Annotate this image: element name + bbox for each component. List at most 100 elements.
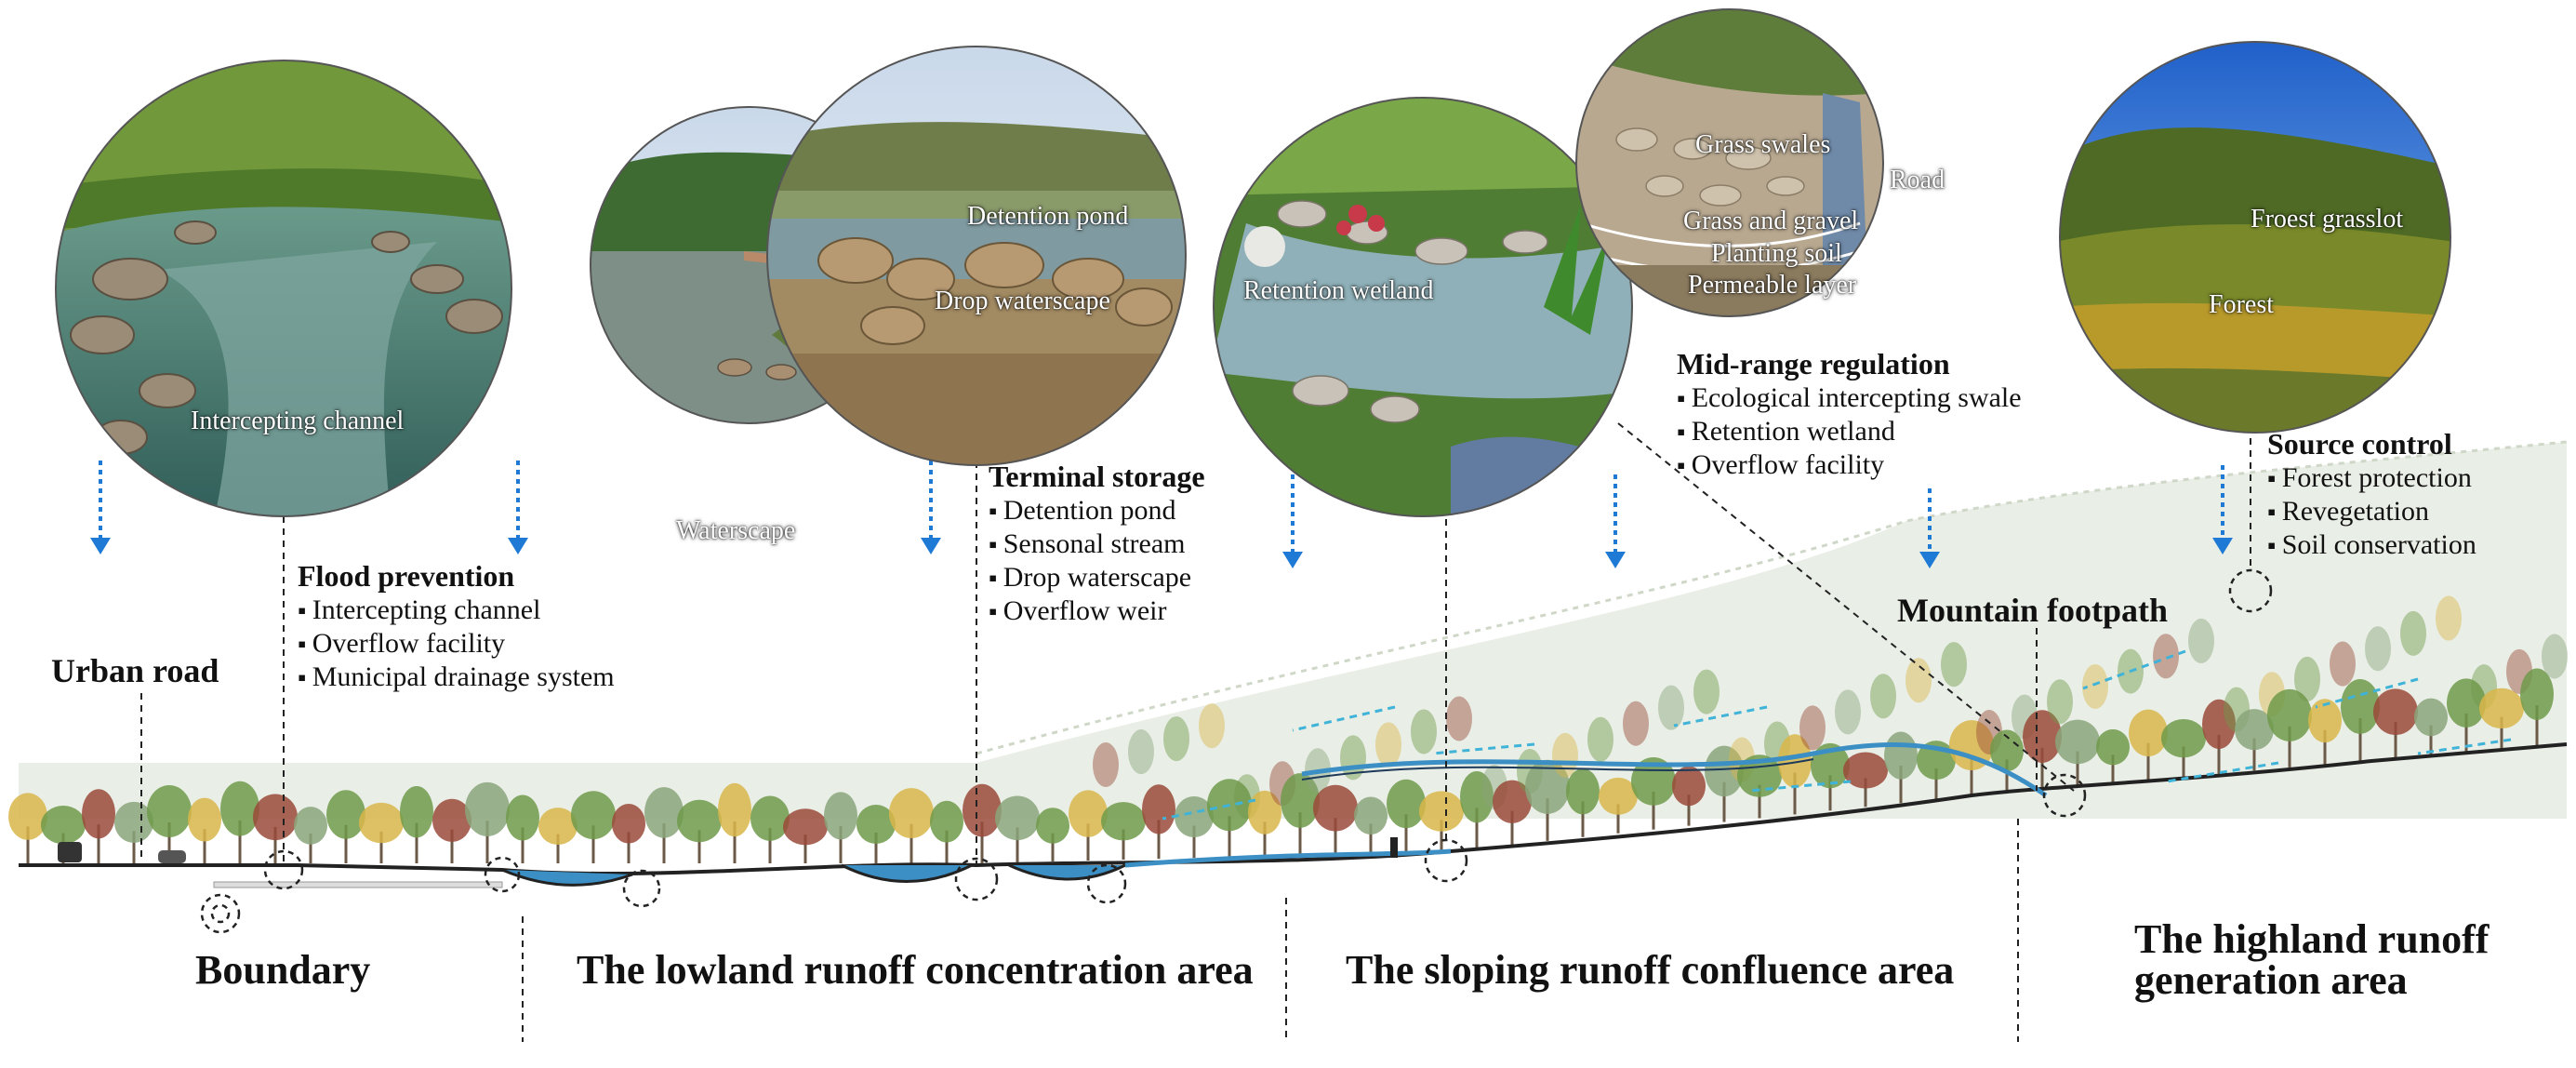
tree: [1843, 752, 1888, 808]
leader-lines: [140, 414, 2251, 1042]
tree: [824, 792, 857, 863]
tree: [2055, 719, 2100, 786]
tree: [963, 783, 1002, 863]
photo-label-forest-grasslot: Froest grasslot: [2251, 205, 2404, 234]
photo-label-grass-gravel: Grass and gravel: [1683, 207, 1859, 235]
tree: [326, 790, 365, 863]
water-pool-2: [841, 863, 973, 883]
photo-label-planting-soil: Planting soil: [1711, 239, 1842, 268]
tree: [1658, 685, 1684, 730]
tree: [1799, 705, 1826, 751]
label-mountain-footpath: Mountain footpath: [1897, 592, 2169, 629]
tree: [1175, 796, 1214, 859]
tree: [1778, 734, 1812, 815]
measure-item: Overflow facility: [298, 627, 615, 661]
photo-label-permeable-layer: Permeable layer: [1688, 271, 1857, 300]
tree: [538, 808, 578, 863]
area-highland-line2: generation area: [2134, 957, 2408, 1003]
photo-forest: [2059, 41, 2451, 434]
measure-item: Detention pond: [989, 494, 1205, 527]
tree: [644, 787, 684, 863]
area-sloping: The sloping runoff confluence area: [1346, 947, 1955, 993]
tree: [1587, 716, 1613, 762]
tree: [253, 794, 298, 863]
measure-item: Retention wetland: [1677, 415, 2022, 448]
tree: [2542, 634, 2568, 679]
photo-retention-wetland: [1213, 97, 1633, 517]
measure-terminal-storage: Terminal storage Detention pond Sensonal…: [989, 459, 1205, 628]
tree: [400, 786, 433, 863]
tree: [2400, 610, 2426, 656]
measure-item: Intercepting channel: [298, 594, 615, 627]
tree: [114, 801, 153, 863]
tree: [2153, 634, 2179, 679]
tree: [2023, 710, 2062, 790]
tree: [359, 802, 404, 863]
measure-item: Sensonal stream: [989, 527, 1205, 561]
tree: [2479, 688, 2524, 749]
label-urban-road: Urban road: [51, 652, 219, 689]
tree: [677, 799, 722, 863]
tree: [1623, 701, 1649, 746]
tree: [1248, 790, 1281, 857]
measure-item: Ecological intercepting swale: [1677, 381, 2022, 415]
tree: [889, 788, 934, 863]
tree: [1631, 756, 1676, 830]
measure-flood-prevention: Flood prevention Intercepting channel Ov…: [298, 558, 615, 694]
tree: [2308, 699, 2342, 765]
tree: [1387, 779, 1426, 853]
swale-flow: [1301, 742, 2048, 798]
photo-label-forest: Forest: [2209, 290, 2274, 319]
tree: [1672, 766, 1706, 826]
photo-label-retention-wetland: Retention wetland: [1243, 276, 1434, 305]
tree: [2047, 679, 2073, 725]
tree: [1493, 780, 1532, 845]
tree: [1199, 703, 1225, 749]
area-highland-line1: The highland runoff: [2134, 916, 2490, 962]
tree: [1446, 696, 1472, 741]
photo-label-waterscape: Waterscape: [676, 516, 796, 545]
tree: [1552, 732, 1578, 778]
measure-title: Terminal storage: [989, 460, 1205, 493]
tree: [1163, 716, 1189, 762]
tree: [2267, 688, 2312, 768]
tree: [82, 789, 115, 863]
tree: [2330, 641, 2356, 687]
tree: [930, 800, 963, 863]
tree: [2341, 679, 2380, 762]
tree: [1905, 658, 1932, 703]
tree: [1411, 709, 1437, 754]
tree: [1142, 784, 1175, 860]
tree: [1281, 773, 1320, 856]
photo-label-intercepting-channel: Intercepting channel: [191, 407, 405, 435]
tree: [432, 798, 471, 863]
tree: [718, 782, 751, 863]
tree: [2520, 668, 2554, 746]
tree: [1093, 742, 1119, 787]
tree: [1069, 790, 1108, 861]
tree: [1941, 642, 1967, 688]
tree: [1460, 771, 1494, 849]
tree: [1693, 669, 1720, 714]
tree-band: [8, 595, 2568, 863]
measure-title: Source control: [2267, 427, 2452, 461]
tree: [856, 805, 896, 863]
tree: [1375, 722, 1401, 768]
area-lowland: The lowland runoff concentration area: [577, 947, 1254, 993]
tree: [750, 795, 790, 863]
tree: [783, 808, 828, 863]
tree: [1705, 745, 1744, 822]
measure-item: Drop waterscape: [989, 561, 1205, 594]
downward-flow-arrows: [90, 461, 2233, 568]
measure-item: Overflow weir: [989, 594, 1205, 628]
tree: [8, 793, 47, 863]
water-pool-1: [501, 868, 633, 887]
tree: [2202, 699, 2236, 774]
measure-title: Mid-range regulation: [1677, 347, 1950, 380]
runoff-arrows: [1162, 649, 2512, 821]
tree: [995, 795, 1040, 862]
measure-title: Flood prevention: [298, 559, 515, 593]
tree: [2373, 688, 2418, 758]
tree: [188, 797, 221, 863]
